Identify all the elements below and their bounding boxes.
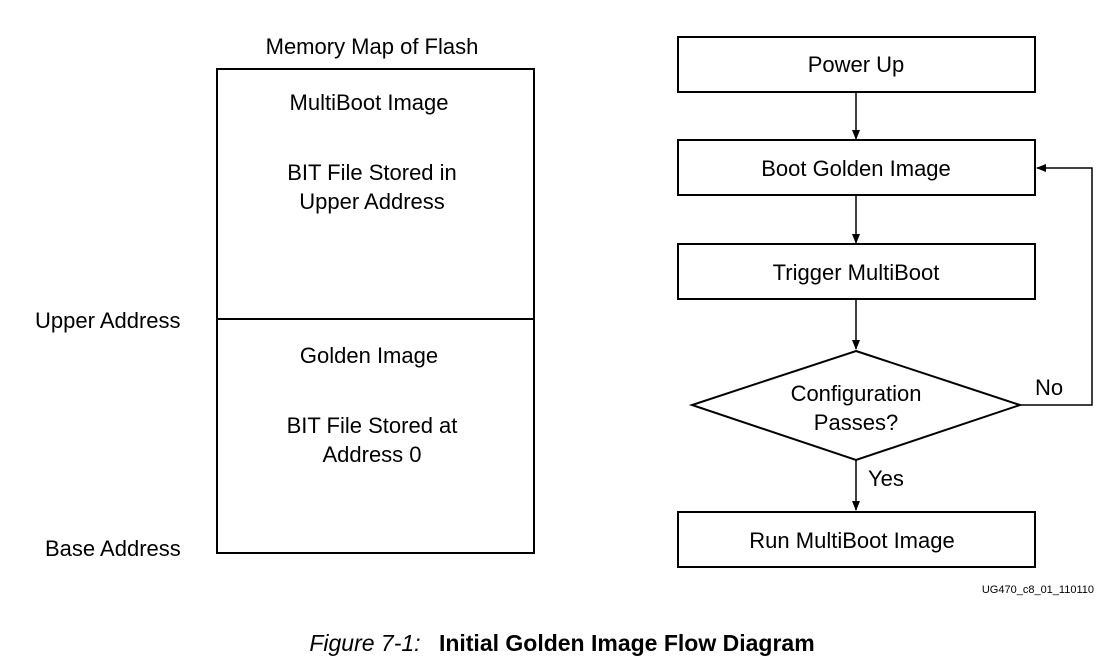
golden-image-desc-line1: BIT File Stored at	[287, 413, 458, 438]
run-multiboot-image-label: Run MultiBoot Image	[749, 528, 954, 553]
trigger-multiboot-box	[677, 243, 1036, 300]
multiboot-image-desc-line2: Upper Address	[299, 189, 445, 214]
figure-title: Initial Golden Image Flow Diagram	[439, 630, 815, 656]
no-loop-arrow	[1020, 164, 1093, 406]
memory-map-box	[216, 68, 535, 554]
golden-image-heading: Golden Image	[300, 343, 438, 368]
decision-label-line2: Passes?	[814, 410, 898, 435]
decision-label-line1: Configuration	[791, 381, 922, 406]
document-id: UG470_c8_01_110110	[982, 584, 1094, 596]
boot-golden-image-label: Boot Golden Image	[761, 156, 951, 181]
upper-address-label: Upper Address	[35, 308, 181, 333]
power-up-label: Power Up	[808, 52, 905, 77]
multiboot-image-heading: MultiBoot Image	[290, 90, 449, 115]
memory-map-title: Memory Map of Flash	[266, 34, 479, 59]
figure-number: Figure 7-1:	[309, 630, 420, 656]
trigger-multiboot-label: Trigger MultiBoot	[773, 260, 940, 285]
figure-caption: Figure 7-1: Initial Golden Image Flow Di…	[309, 630, 814, 656]
run-multiboot-image-box	[677, 511, 1036, 568]
yes-label: Yes	[868, 466, 904, 491]
no-label: No	[1035, 375, 1063, 400]
base-address-label: Base Address	[45, 536, 181, 561]
golden-image-desc-line2: Address 0	[322, 442, 421, 467]
boot-golden-image-box	[677, 139, 1036, 196]
multiboot-image-desc-line1: BIT File Stored in	[287, 160, 457, 185]
